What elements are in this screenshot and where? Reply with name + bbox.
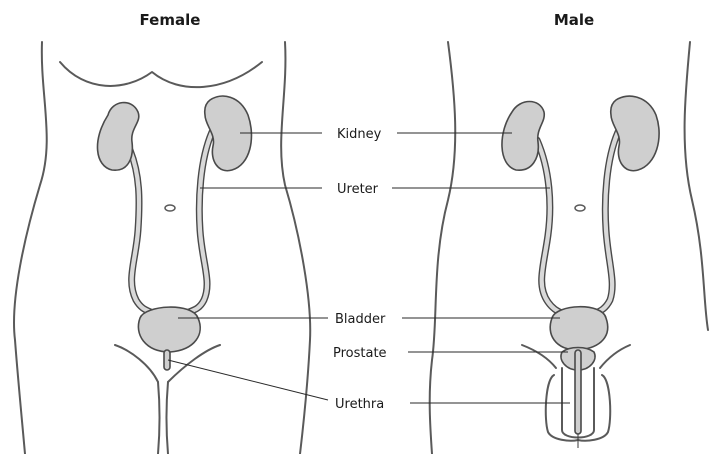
male-navel xyxy=(575,205,585,211)
female-bladder xyxy=(138,307,200,352)
male-urethra xyxy=(575,350,581,434)
male-hip-right xyxy=(600,345,630,368)
male-title: Male xyxy=(554,11,594,29)
male-body-outline-right xyxy=(685,42,708,330)
female-navel xyxy=(165,205,175,211)
male-kidney-left xyxy=(502,102,544,171)
male-hip-left xyxy=(522,345,556,368)
urethra-leader-female xyxy=(168,360,328,400)
ureter-label: Ureter xyxy=(337,182,379,197)
urethra-label: Urethra xyxy=(335,397,384,412)
female-leg-line xyxy=(158,382,168,454)
female-figure xyxy=(14,42,310,454)
male-figure xyxy=(430,42,708,454)
bladder-label: Bladder xyxy=(335,312,386,327)
male-kidney-right xyxy=(611,96,659,171)
female-title: Female xyxy=(140,11,201,29)
male-body-outline-left xyxy=(430,42,456,454)
male-bladder xyxy=(550,307,608,350)
kidney-label: Kidney xyxy=(337,127,382,142)
female-hip-left xyxy=(115,345,158,382)
prostate-label: Prostate xyxy=(333,346,387,361)
female-body-outline xyxy=(14,42,47,454)
leader-lines xyxy=(168,133,570,403)
female-chest-line xyxy=(60,62,262,87)
